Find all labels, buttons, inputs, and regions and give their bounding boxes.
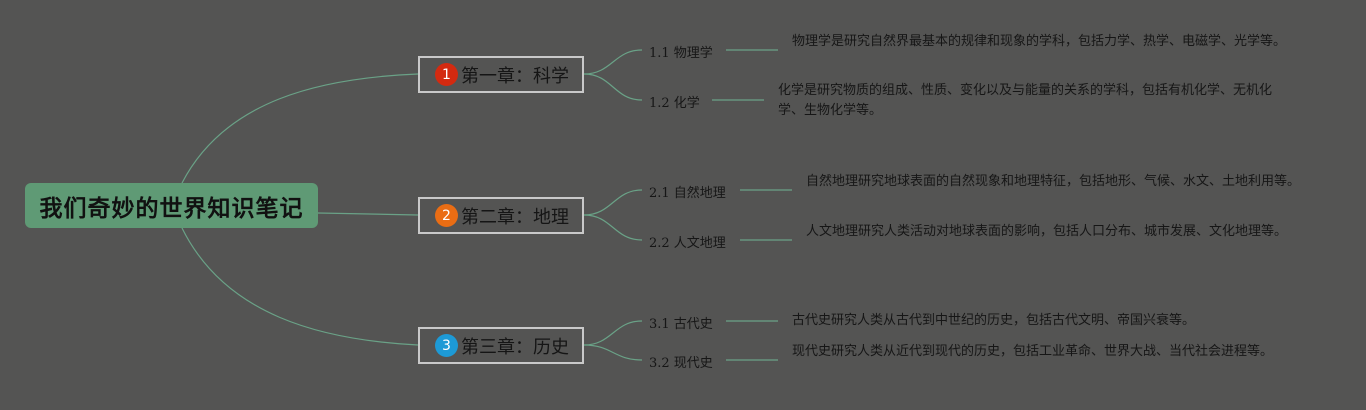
- topic-node-physics[interactable]: 1.1 物理学: [649, 46, 713, 61]
- root-to-ch1-line: [181, 73, 419, 184]
- number-badge: 2: [435, 204, 458, 227]
- topic-description: 物理学是研究自然界最基本的规律和现象的学科，包括力学、热学、电磁学、光学等。: [792, 34, 1287, 49]
- root-node[interactable]: 我们奇妙的世界知识笔记: [25, 183, 318, 228]
- chapter-title: 第三章：历史: [461, 336, 569, 358]
- ch3-to-t1-line: [583, 320, 643, 346]
- chapter-node-geography[interactable]: 2 第二章：地理: [418, 197, 584, 234]
- topic-description: 古代史研究人类从古代到中世纪的历史，包括古代文明、帝国兴衰等。: [792, 313, 1196, 328]
- ch2-to-t2-line: [583, 214, 643, 241]
- topic-node-ancient-history[interactable]: 3.1 古代史: [649, 317, 713, 332]
- topic-description: 人文地理研究人类活动对地球表面的影响，包括人口分布、城市发展、文化地理等。: [806, 224, 1288, 239]
- topic-description: 现代史研究人类从近代到现代的历史，包括工业革命、世界大战、当代社会进程等。: [792, 344, 1274, 359]
- topic-node-chemistry[interactable]: 1.2 化学: [649, 96, 700, 111]
- chapter-title: 第二章：地理: [461, 206, 569, 228]
- topic-node-modern-history[interactable]: 3.2 现代史: [649, 356, 713, 371]
- chapter-node-science[interactable]: 1 第一章：科学: [418, 56, 584, 93]
- topic-description: 化学是研究物质的组成、性质、变化以及与能量的关系的学科，包括有机化学、无机化学、…: [778, 83, 1273, 118]
- ch1-to-t1-line: [583, 49, 643, 75]
- root-to-ch3-line: [181, 227, 419, 346]
- chapter-node-history[interactable]: 3 第三章：历史: [418, 327, 584, 364]
- root-to-ch2-line: [317, 212, 419, 216]
- number-badge: 1: [435, 63, 458, 86]
- topic-description: 自然地理研究地球表面的自然现象和地理特征，包括地形、气候、水文、土地利用等。: [806, 174, 1301, 189]
- number-badge: 3: [435, 334, 458, 357]
- ch2-to-t1-line: [583, 189, 643, 216]
- ch1-to-t2-line: [583, 73, 643, 101]
- topic-node-physical-geography[interactable]: 2.1 自然地理: [649, 186, 726, 201]
- topic-node-human-geography[interactable]: 2.2 人文地理: [649, 236, 726, 251]
- ch3-to-t2-line: [583, 344, 643, 361]
- chapter-title: 第一章：科学: [461, 65, 569, 87]
